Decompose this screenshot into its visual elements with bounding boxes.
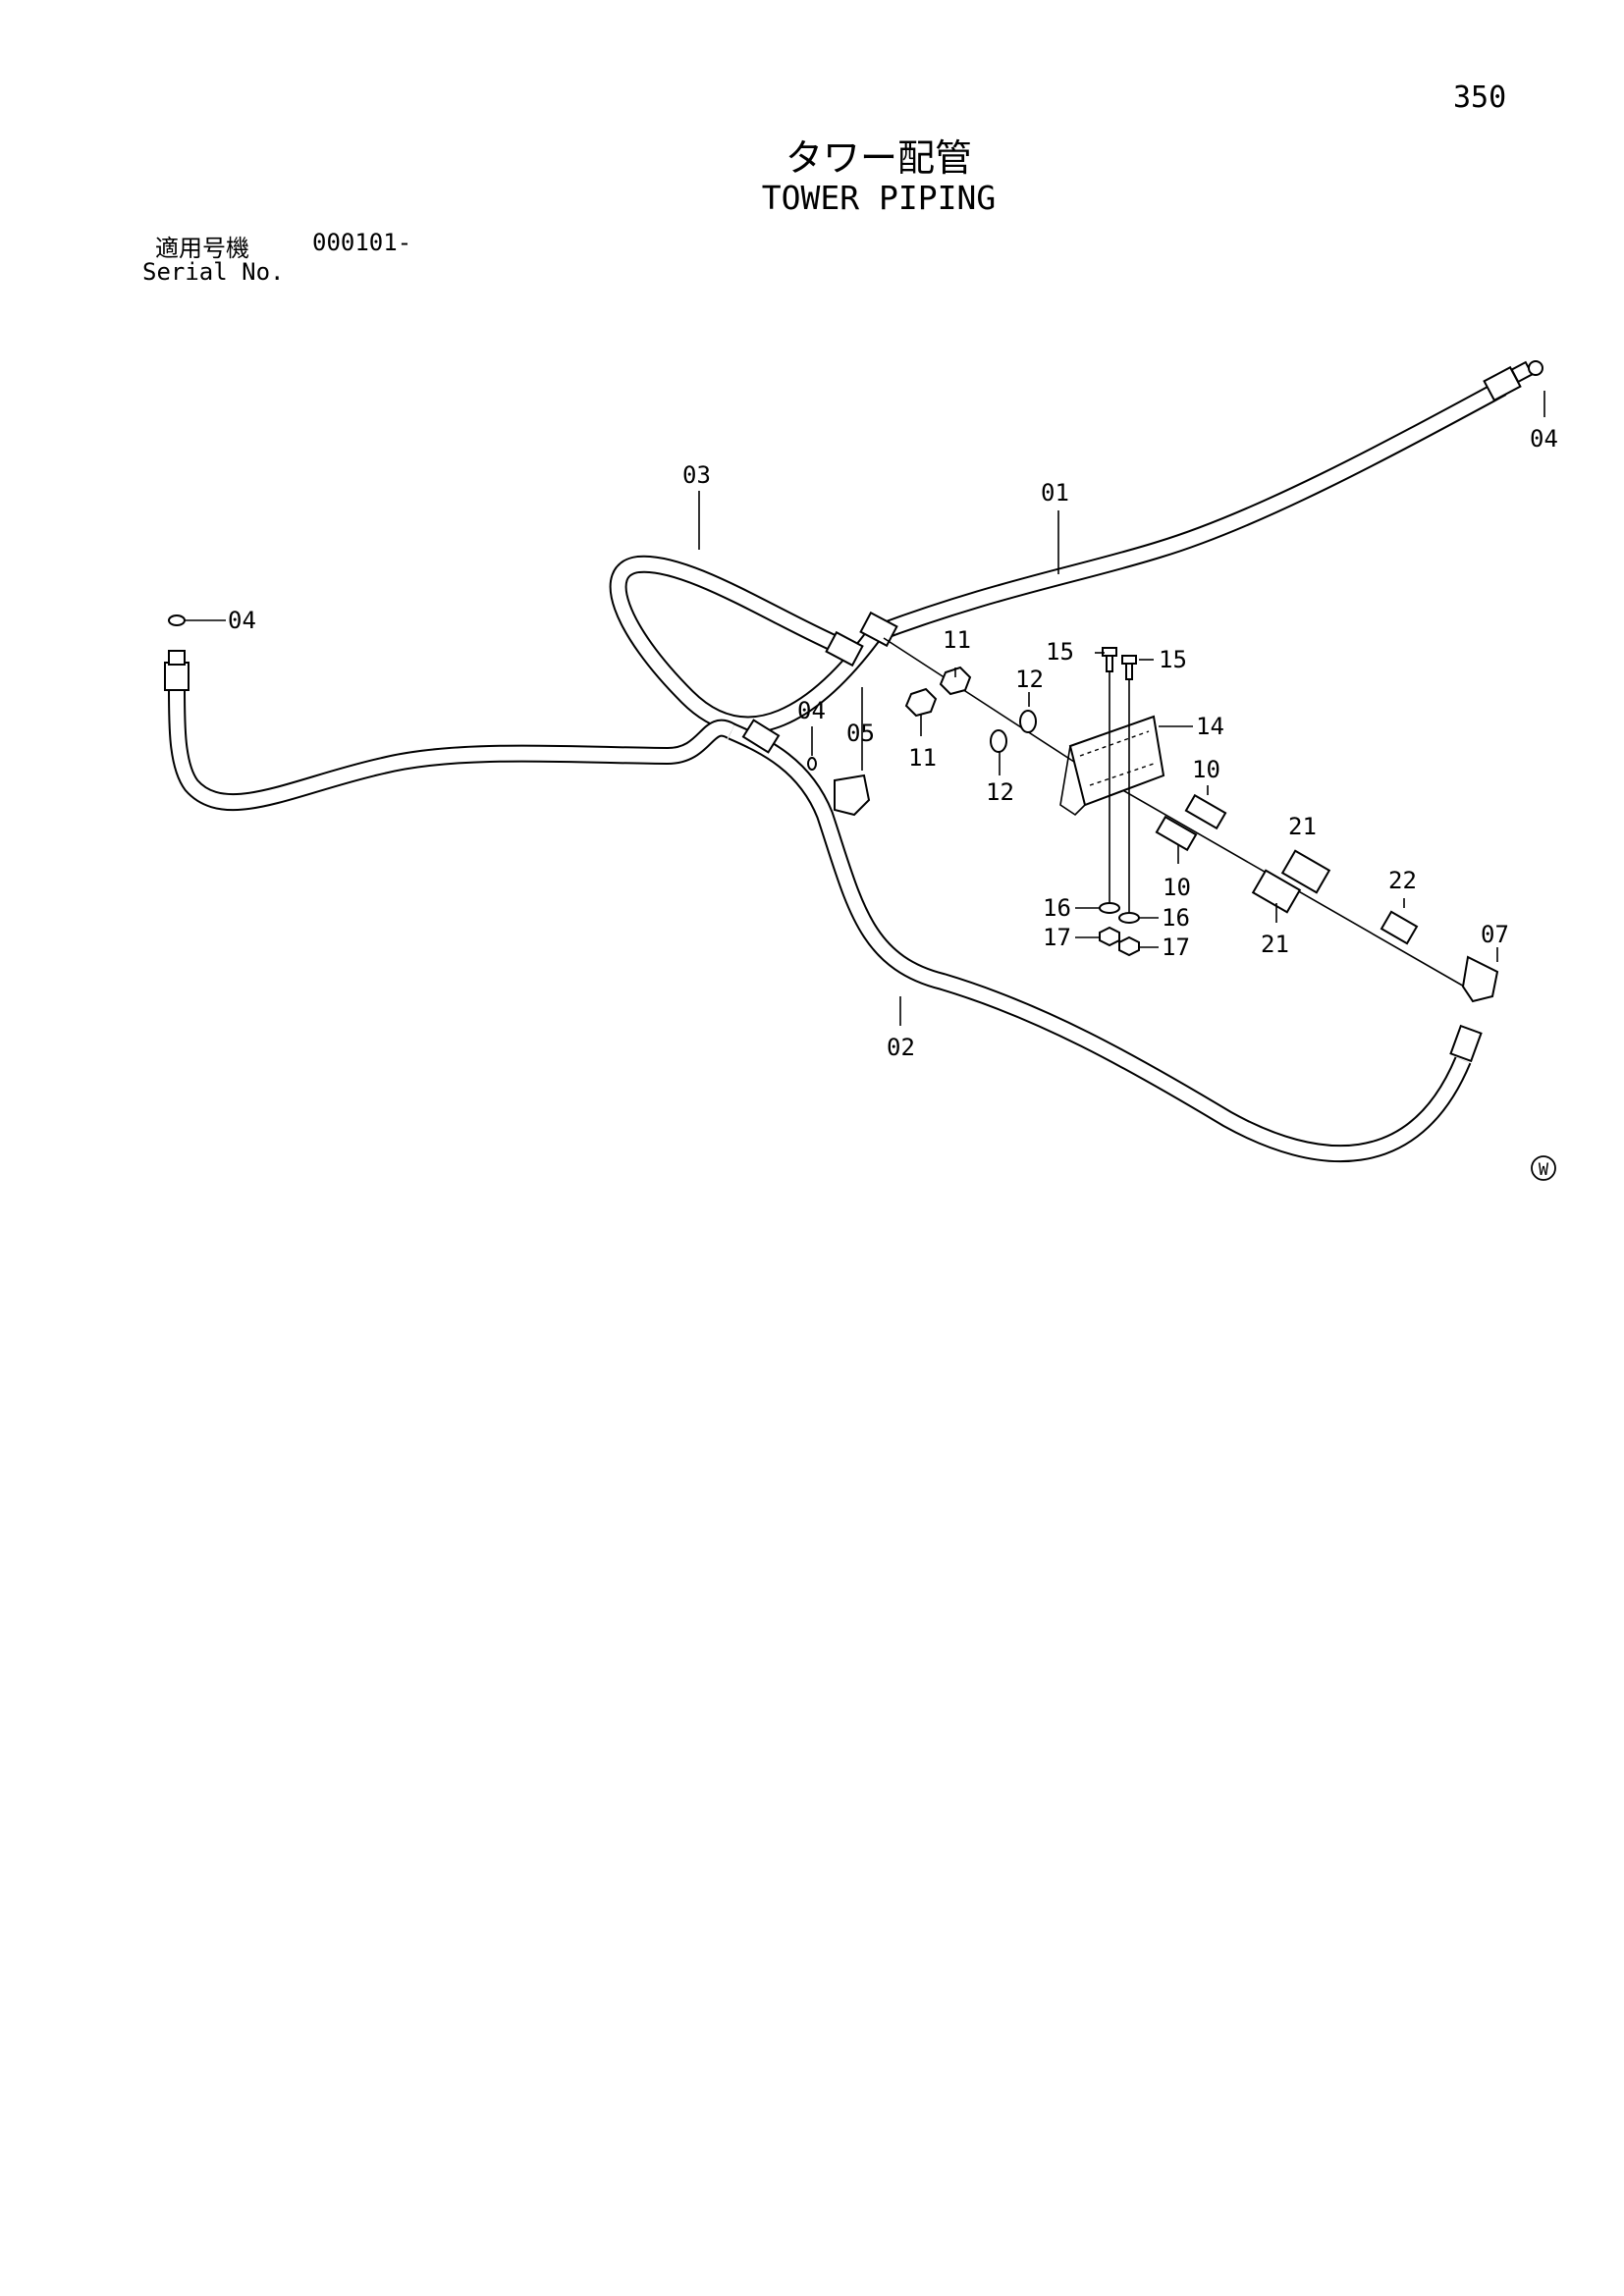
callout-12-b: 12 — [986, 778, 1014, 806]
page-number: 350 — [1453, 80, 1507, 115]
circled-mark-letter: W — [1539, 1160, 1549, 1180]
hose-02 — [164, 650, 1483, 1163]
page-title-japanese: タワー配管 — [785, 136, 972, 180]
callout-21-b: 21 — [1261, 931, 1289, 958]
serial-number-value: 000101- — [312, 229, 412, 256]
hose-03 — [609, 555, 887, 734]
bracket-14 — [1059, 715, 1165, 817]
page-title-english: TOWER PIPING — [761, 179, 997, 217]
oring-04-left — [168, 614, 186, 626]
callout-11-a: 11 — [943, 626, 971, 654]
callout-11-b: 11 — [908, 744, 937, 772]
callout-02: 02 — [887, 1034, 915, 1061]
ring-12-parts — [990, 710, 1037, 753]
serial-label-japanese: 適用号機 — [155, 235, 249, 262]
callout-05: 05 — [846, 720, 875, 747]
elbow-05 — [834, 774, 871, 817]
callout-17-a: 17 — [1043, 924, 1071, 951]
leader-lines — [185, 391, 1545, 1026]
callout-04-mid: 04 — [797, 697, 826, 724]
hose-end-fittings — [741, 611, 898, 754]
bolt-15-parts — [1102, 647, 1137, 913]
serial-label-english: Serial No. — [142, 258, 285, 286]
circled-mark: W — [1531, 1155, 1556, 1181]
callout-17-b: 17 — [1162, 934, 1190, 961]
callout-15-a: 15 — [1046, 638, 1074, 666]
washer-16-nut-17-parts — [1099, 902, 1140, 957]
nut-11-parts — [904, 666, 972, 718]
hose-01 — [860, 360, 1543, 647]
elbow-07 — [1461, 955, 1499, 1003]
part-22-fitting — [1380, 910, 1419, 945]
callout-16-b: 16 — [1162, 904, 1190, 932]
fitting-10-parts — [1155, 793, 1227, 852]
callout-10-a: 10 — [1192, 756, 1220, 783]
callout-04-left: 04 — [228, 607, 256, 634]
callout-22: 22 — [1388, 867, 1417, 894]
part-21-fittings — [1251, 849, 1331, 914]
callout-10-b: 10 — [1163, 874, 1191, 901]
callout-04-right: 04 — [1530, 425, 1558, 453]
callout-12-a: 12 — [1015, 666, 1044, 693]
callout-14: 14 — [1196, 713, 1224, 740]
callout-16-a: 16 — [1043, 894, 1071, 922]
oring-04-mid — [807, 757, 817, 771]
callout-21-a: 21 — [1288, 813, 1317, 840]
callout-03: 03 — [682, 461, 711, 489]
callout-15-b: 15 — [1159, 646, 1187, 673]
callout-07: 07 — [1481, 921, 1509, 948]
callout-01: 01 — [1041, 479, 1069, 507]
